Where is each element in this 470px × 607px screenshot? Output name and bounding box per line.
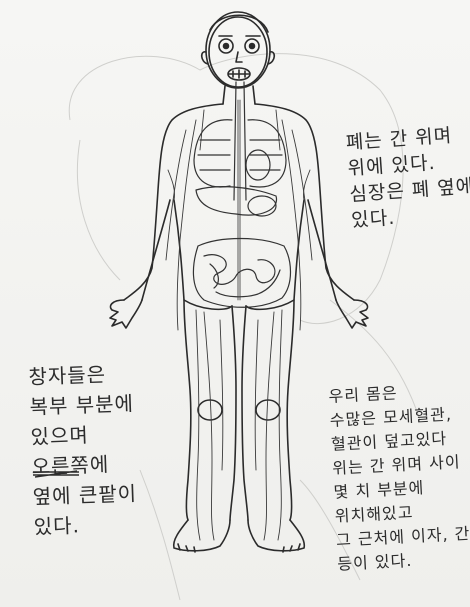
note-line: 있으며 xyxy=(30,418,135,452)
note-line: 복부 부분에 xyxy=(29,388,134,422)
body-outline xyxy=(110,12,368,552)
note-intestines: 창자들은 복부 부분에 있으며 오른쪽에 옆에 큰팥이 있다. xyxy=(28,358,139,542)
note-lungs: 폐는 간 위며 위에 있다. 심장은 폐 옆에 있다. xyxy=(345,121,470,233)
strikethrough-scribble xyxy=(33,470,79,478)
note-line: 창자들은 xyxy=(28,358,133,392)
organs xyxy=(193,82,290,307)
note-line: 있다. xyxy=(33,508,138,542)
note-line: 옆에 큰팥이 xyxy=(32,478,137,512)
note-body: 우리 몸은 수많은 모세혈관, 혈관이 덮고있다 위는 간 위며 사이 몇 치 … xyxy=(328,378,470,577)
